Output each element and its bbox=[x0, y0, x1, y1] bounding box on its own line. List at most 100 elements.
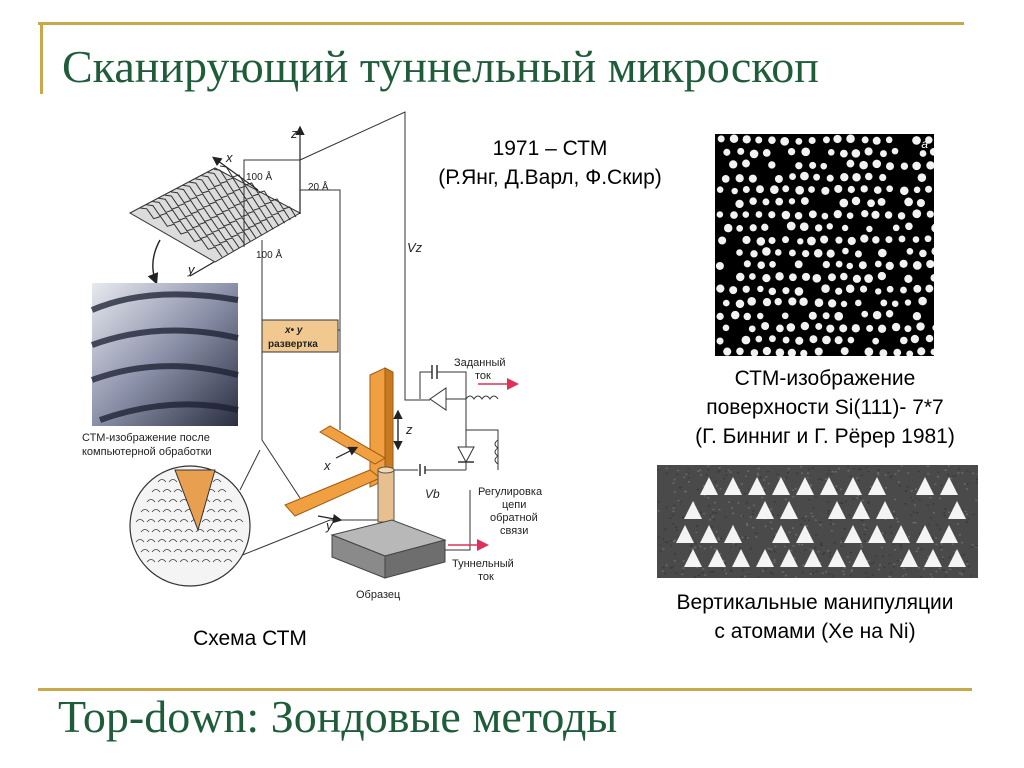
xe-noise bbox=[849, 475, 852, 478]
xe-noise bbox=[904, 503, 907, 505]
dim-100a-top: 100 Å bbox=[246, 170, 272, 183]
xe-noise bbox=[792, 495, 795, 498]
xe-noise bbox=[728, 501, 731, 503]
xe-noise bbox=[665, 564, 668, 567]
si-atom bbox=[864, 347, 874, 356]
xe-noise bbox=[664, 541, 667, 543]
zoom-atom bbox=[157, 479, 167, 483]
si-atom bbox=[913, 186, 921, 194]
xe-atom-peak bbox=[724, 525, 742, 543]
si-atom bbox=[780, 136, 790, 146]
si-atom bbox=[743, 312, 751, 321]
xe-noise bbox=[800, 472, 803, 474]
xe-noise bbox=[932, 503, 935, 505]
xe-noise bbox=[696, 488, 699, 491]
zoom-atom bbox=[151, 549, 161, 553]
xe-noise bbox=[930, 573, 933, 576]
xe-noise bbox=[971, 544, 974, 546]
xe-noise bbox=[795, 533, 798, 536]
xe-noise bbox=[683, 476, 686, 478]
xe-noise bbox=[832, 523, 835, 525]
si-atom bbox=[774, 297, 782, 306]
si-atom bbox=[809, 335, 818, 344]
xe-caption-line1: Вертикальные манипуляции bbox=[676, 591, 954, 614]
xe-noise bbox=[889, 576, 892, 578]
si-atom bbox=[782, 336, 790, 344]
xe-noise bbox=[757, 467, 760, 470]
xe-noise bbox=[801, 571, 804, 574]
xe-noise bbox=[890, 572, 893, 574]
xe-noise bbox=[757, 576, 760, 578]
si-atom bbox=[886, 285, 894, 293]
xe-noise bbox=[844, 517, 847, 519]
xe-noise bbox=[907, 472, 910, 474]
xe-noise bbox=[972, 513, 975, 516]
si-atom bbox=[864, 147, 873, 156]
si-atom bbox=[757, 261, 766, 269]
si-atom bbox=[872, 136, 881, 145]
surface-wave bbox=[170, 191, 251, 242]
xe-noise bbox=[865, 508, 868, 511]
si-atom bbox=[715, 261, 724, 270]
xe-noise bbox=[718, 467, 721, 469]
zoom-atom bbox=[168, 559, 178, 563]
xe-noise bbox=[672, 505, 675, 507]
xe-noise bbox=[673, 491, 676, 493]
wire-left bbox=[261, 240, 301, 499]
xe-noise bbox=[846, 556, 849, 558]
xe-noise bbox=[708, 505, 711, 508]
xe-noise bbox=[761, 496, 764, 499]
xe-noise bbox=[662, 566, 665, 569]
xe-noise bbox=[752, 526, 755, 529]
si-atom bbox=[742, 186, 750, 194]
xe-noise bbox=[736, 471, 739, 474]
si-atom bbox=[814, 347, 823, 356]
si-atom bbox=[822, 335, 831, 345]
xe-noise bbox=[831, 470, 834, 473]
si-atom bbox=[741, 335, 751, 345]
zoom-atom bbox=[135, 539, 145, 543]
surface-wave bbox=[152, 201, 234, 252]
xe-noise bbox=[792, 545, 795, 547]
xe-noise bbox=[970, 546, 973, 548]
xe-atom-peak bbox=[900, 549, 918, 567]
si-atom bbox=[801, 147, 811, 157]
si-atom bbox=[919, 150, 927, 157]
wire-zoom-lower bbox=[229, 519, 382, 561]
xe-atom-peak bbox=[868, 525, 886, 543]
si-atom bbox=[795, 162, 803, 170]
xe-noise bbox=[944, 469, 947, 471]
xe-noise bbox=[690, 544, 693, 546]
si-atom bbox=[840, 272, 848, 281]
xe-noise bbox=[889, 525, 892, 528]
xe-noise bbox=[947, 511, 950, 514]
xe-noise bbox=[677, 469, 680, 472]
xe-noise bbox=[950, 477, 953, 480]
si-atom bbox=[826, 249, 835, 258]
zoom-circle bbox=[129, 465, 251, 587]
xe-noise bbox=[762, 479, 765, 481]
xe-noise bbox=[883, 532, 886, 534]
si-atom bbox=[840, 172, 849, 182]
xe-noise bbox=[894, 498, 897, 501]
xe-noise bbox=[916, 512, 919, 514]
stm-history-authors: (Р.Янг, Д.Варл, Ф.Скир) bbox=[438, 166, 662, 189]
xe-noise bbox=[784, 574, 787, 577]
xe-atom-peak bbox=[844, 525, 862, 543]
xe-noise bbox=[755, 532, 758, 534]
xe-noise bbox=[699, 545, 702, 548]
xe-noise bbox=[662, 538, 665, 540]
x-axis bbox=[212, 156, 259, 191]
xe-noise bbox=[746, 474, 749, 477]
xe-noise bbox=[791, 527, 794, 529]
si-atom bbox=[731, 310, 740, 320]
si-atom bbox=[822, 312, 830, 320]
xe-noise bbox=[671, 514, 674, 516]
xe-noise bbox=[893, 513, 896, 516]
si-atom bbox=[904, 197, 913, 207]
si-atom bbox=[859, 160, 868, 170]
si-atom bbox=[925, 185, 933, 193]
si-atom bbox=[834, 311, 844, 321]
xe-noise bbox=[776, 473, 779, 475]
xe-noise bbox=[810, 512, 813, 515]
